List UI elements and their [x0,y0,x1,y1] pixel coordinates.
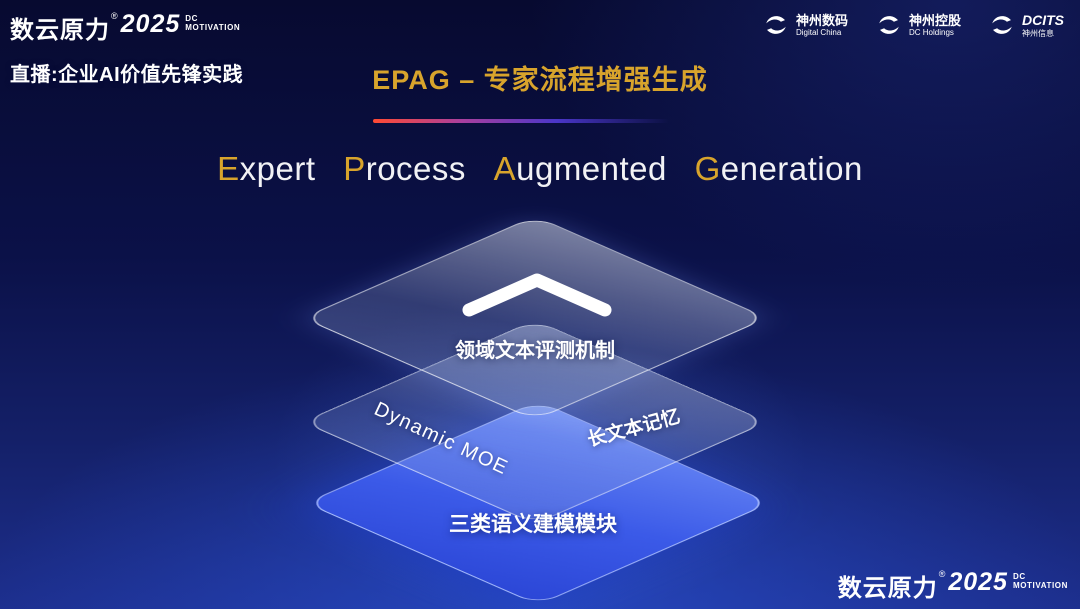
brand-name: 数云原力 [10,17,110,44]
partner-name: 神州控股 [908,12,961,28]
dc-holdings-swoosh-icon [879,16,899,35]
brand-subtitle-line2: MOTIVATION [1012,581,1068,591]
partner-subtitle: DC Holdings [908,28,954,38]
brand-subtitle: DC MOTIVATION [1013,572,1068,590]
brand-year: 2025 [948,568,1008,596]
partner-dcits: DCITS 神州信息 [989,12,1064,38]
brand-subtitle-line2: MOTIVATION [185,23,241,33]
english-title-word: Generation [694,150,863,187]
layer1-label: 领域文本评测机制 [455,340,615,362]
live-stream-label: 直播:企业AI价值先锋实践 [10,64,244,86]
english-title-word: Expert [217,150,316,187]
slide-title: EPAG – 专家流程增强生成 [372,65,708,95]
english-title-word: Augmented [493,150,667,187]
digital-china-swoosh-icon [766,16,786,35]
partner-name: 神州数码 [795,12,848,28]
layer3-label: 三类语义建模模块 [449,513,617,536]
partner-name: DCITS [1022,12,1064,28]
brand-subtitle-line1: DC [1012,572,1026,581]
partner-digital-china: 神州数码 Digital China [763,12,848,38]
registered-mark: ® [938,569,946,579]
partner-logos: 神州数码 Digital China 神州控股 DC Holdings DCIT… [763,12,1064,38]
brand-subtitle: DC MOTIVATION [185,14,240,32]
brand-logo-top-left: 数云原力 ® 2025 DC MOTIVATION [10,10,240,45]
partner-text: DCITS 神州信息 [1022,12,1064,38]
english-title: Expert Process Augmented Generation [0,150,1080,188]
partner-text: 神州数码 Digital China [796,13,848,38]
gradient-divider-line [373,119,669,123]
partner-subtitle: Digital China [795,28,842,38]
brand-subtitle-line1: DC [185,14,199,23]
brand-name: 数云原力 [837,575,938,602]
dcits-swoosh-icon [992,16,1012,35]
chevron-up-icon [462,273,612,317]
partner-text: 神州控股 DC Holdings [909,13,961,38]
brand-year: 2025 [120,10,181,38]
registered-mark: ® [111,11,118,21]
partner-dc-holdings: 神州控股 DC Holdings [876,12,961,38]
partner-subtitle: 神州信息 [1022,28,1054,38]
brand-logo-bottom-right: 数云原力 ® 2025 DC MOTIVATION [838,568,1068,603]
english-title-word: Process [343,150,466,187]
